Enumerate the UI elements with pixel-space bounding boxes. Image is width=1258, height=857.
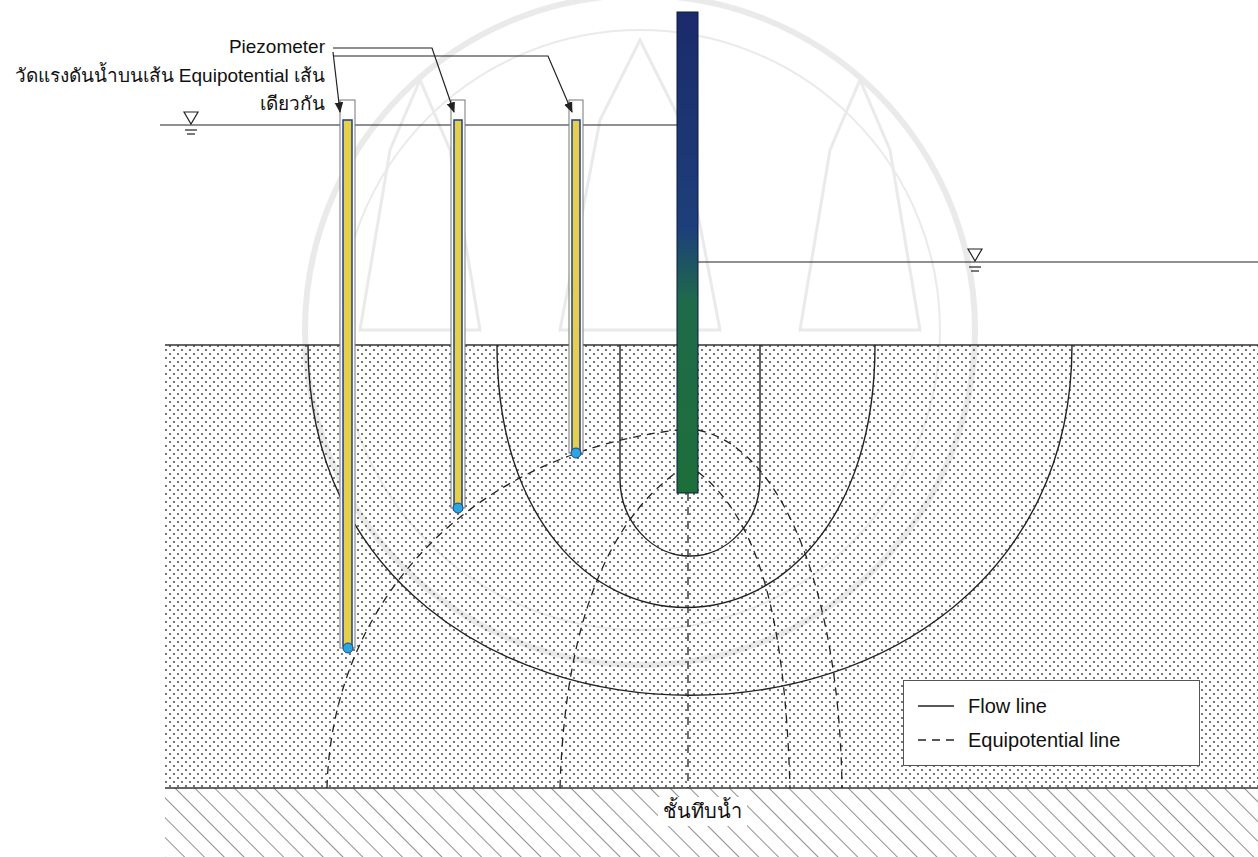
downstream-water-level [698, 261, 1258, 262]
permeable-soil [165, 345, 1258, 788]
water-level-symbol [968, 249, 982, 271]
layer-label: ชั้นทึบน้ำ [658, 797, 747, 826]
ground-surface [165, 344, 1258, 346]
upstream-water-level [160, 124, 677, 125]
legend-text: Flow line [968, 695, 1047, 718]
legend-box: Flow lineEquipotential line [903, 680, 1200, 766]
piezometer-tube [451, 100, 465, 513]
legend-sample [916, 701, 956, 711]
legend-text: Equipotential line [968, 729, 1120, 752]
piezometer-tube [340, 100, 355, 653]
equipotential-lines [327, 430, 842, 788]
impermeable-layer [165, 788, 1258, 857]
leader-lines [333, 48, 572, 112]
sheet-pile [677, 12, 698, 493]
callout-text: Piezometer [0, 33, 325, 61]
impermeable-boundary [165, 787, 1258, 789]
legend-sample [916, 735, 956, 745]
water-level-symbol [184, 112, 198, 134]
legend-row: Equipotential line [916, 723, 1187, 757]
callout-text: วัดแรงดันน้ำบนเส้น Equipotential เส้นเดี… [0, 62, 325, 117]
legend-row: Flow line [916, 689, 1187, 723]
piezometer-tube [569, 100, 583, 458]
